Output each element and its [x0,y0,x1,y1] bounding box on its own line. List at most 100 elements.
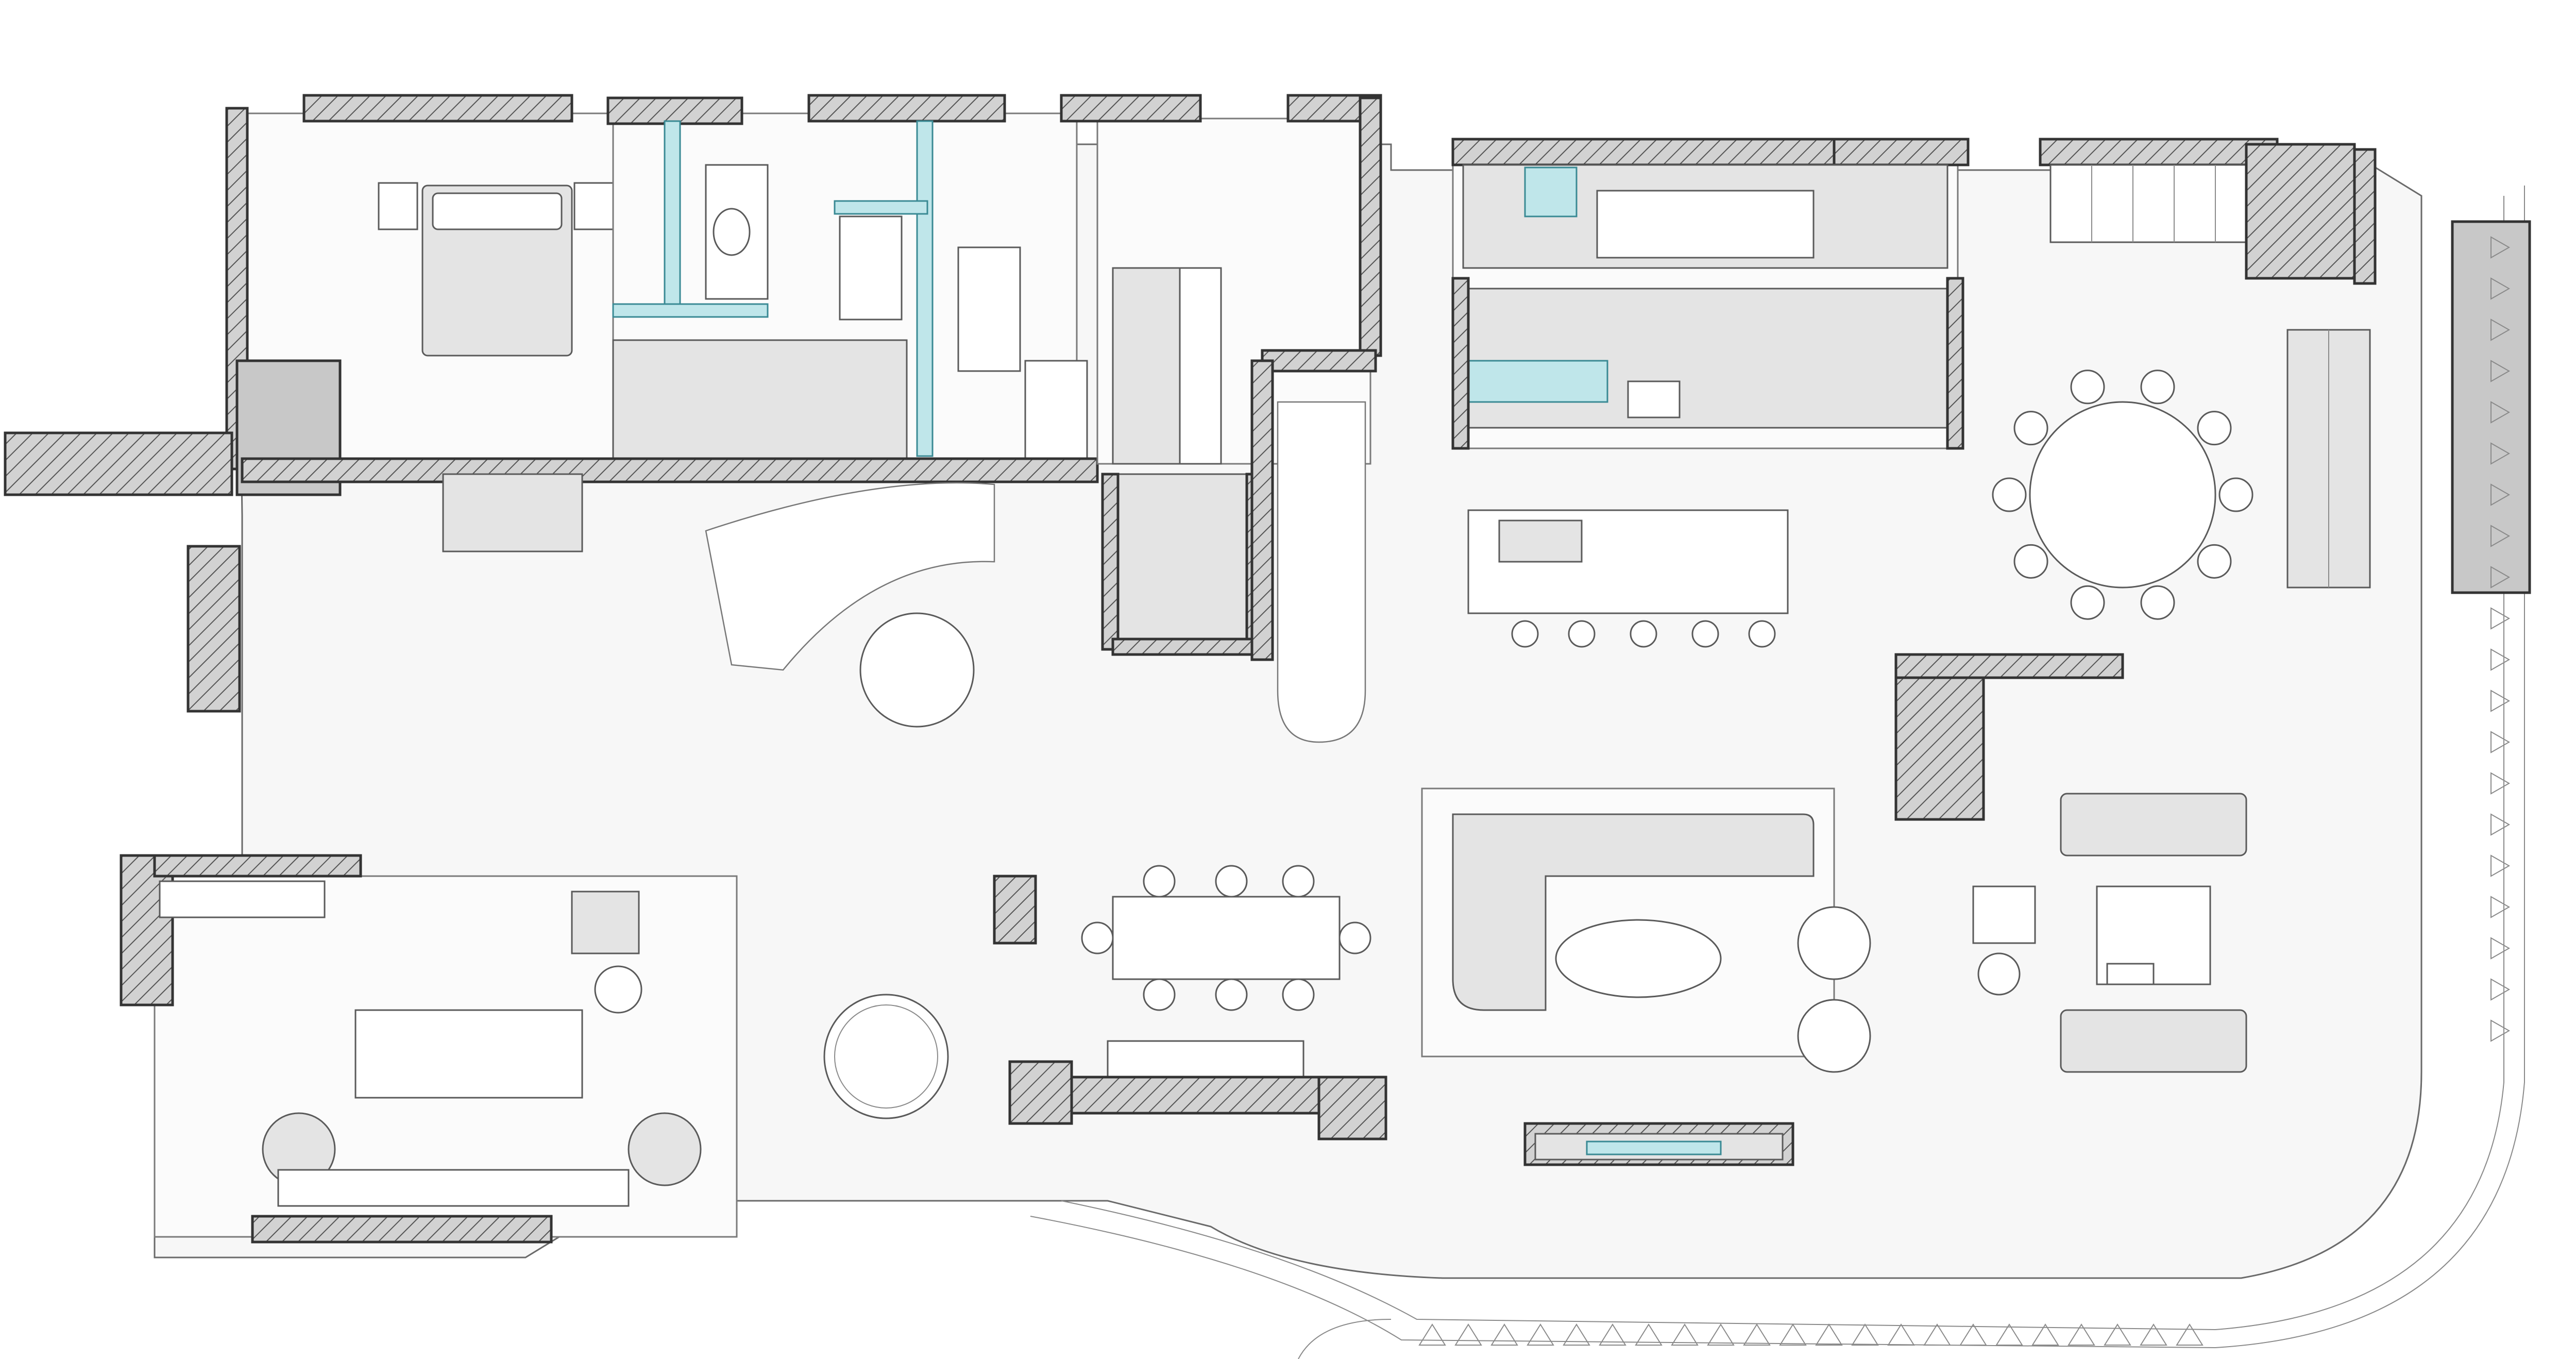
sofa [2060,793,2247,857]
round-rug [823,994,949,1119]
nightstand [573,182,614,230]
toilet [713,208,751,256]
round-dining-chair [1992,477,2027,512]
railing-posts [1418,236,2511,1346]
railing-post [1779,1323,1807,1346]
coffee-table [1555,919,1722,998]
railing-post [2490,236,2511,259]
dining-chair [1282,865,1315,898]
railing-post [1743,1323,1771,1346]
railing-post [2490,731,2511,753]
dining-table [1112,896,1341,980]
railing-post [1599,1323,1626,1346]
round-dining-chair [2197,411,2232,446]
sink [1627,380,1681,418]
railing-post [2490,896,2511,918]
elevator-shaft [1112,473,1258,645]
railing-post [2031,1323,2059,1346]
railing-post [1635,1323,1663,1346]
railing-post [2490,690,2511,712]
stool [1691,620,1719,648]
balcony-railing [1030,186,2525,1359]
railing-post [2490,277,2511,300]
lounge-chair [1972,885,2036,944]
stool [1748,620,1776,648]
armchair [571,891,640,954]
dining-chair [1143,978,1176,1011]
railing-post [1887,1323,1915,1346]
study [120,854,738,1244]
railing-post [1959,1323,1987,1346]
dining-chair [1143,865,1176,898]
corridor-wall [241,457,1099,483]
straight-staircase [1250,349,1377,743]
armchair [1797,999,1871,1073]
dining-set [1081,865,1371,1011]
bedroom [225,94,660,496]
railing-post [1527,1323,1554,1346]
round-dining-table [2029,401,2216,589]
railing-post [2490,318,2511,341]
glass-partition [664,120,681,318]
dining-chair [1215,978,1248,1011]
living-room [1421,787,1871,1073]
round-dining-chair [2140,585,2175,620]
railing-post [2490,401,2511,424]
round-dining-chair [2140,370,2175,405]
ensuite-bathroom [606,94,1088,465]
cooktop [1498,519,1583,563]
round-dining-chair [2070,370,2105,405]
lounge [1894,653,2247,1073]
dining-chair [1338,921,1371,954]
pantry-shelving [2039,138,2356,280]
round-dining-chair [2013,411,2048,446]
base-cabinets [1462,288,1948,429]
round-dining-chair [2197,544,2232,579]
railing-post [1490,1323,1518,1346]
railing-post [2490,607,2511,630]
railing-post [2490,1019,2511,1042]
glass-partition [916,120,934,457]
dining-chair [1282,978,1315,1011]
dining-chair [1215,865,1248,898]
round-dining-chair [2013,544,2048,579]
railing-post [2104,1323,2131,1346]
kitchen [1451,138,1970,450]
railing-post [1454,1323,1482,1346]
railing-post [2490,772,2511,795]
railing-post [1815,1323,1843,1346]
railing-post [2490,648,2511,671]
armchair [628,1112,702,1186]
railing-post [2490,566,2511,589]
sectional-sofa [1452,813,1815,1011]
round-dining-chair [2070,585,2105,620]
armchair [1797,906,1871,980]
sofa [2060,1009,2247,1073]
round-dining-chair [2218,477,2253,512]
desk [354,1009,583,1099]
dining-chair [1081,921,1114,954]
railing-post [2490,442,2511,465]
railing-post [2490,360,2511,382]
railing-post [2490,813,2511,836]
railing-post [2140,1323,2167,1346]
bench [277,1169,630,1207]
railing-post [2490,937,2511,960]
railing-post [2490,483,2511,506]
stool [1630,620,1657,648]
bedroom-wall-top [302,94,573,123]
railing-post [2490,525,2511,547]
railing-post [1563,1323,1590,1346]
railing-post [2490,978,2511,1001]
railing-post [2176,1323,2204,1346]
railing-post [1923,1323,1951,1346]
stool [1568,620,1596,648]
stool [1511,620,1539,648]
round-dining-set [1992,370,2253,620]
railing-post [1671,1323,1699,1346]
railing-post [1707,1323,1735,1346]
railing-post [1995,1323,2023,1346]
entry-wall [4,431,233,496]
kitchen-island [1467,509,1789,648]
